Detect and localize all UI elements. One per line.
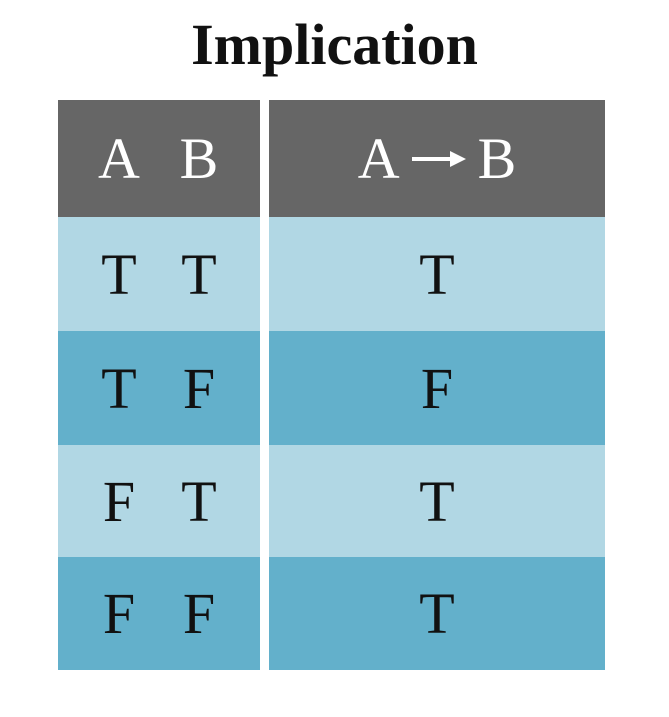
table-row-inputs: T F bbox=[58, 331, 260, 445]
header-result-a: A bbox=[357, 126, 400, 191]
table-row-result: F bbox=[269, 331, 605, 445]
table-row-result: T bbox=[269, 217, 605, 331]
table-row-inputs: T T bbox=[58, 217, 260, 331]
cell-b: T bbox=[181, 468, 217, 534]
inputs-header: A B bbox=[58, 100, 260, 217]
header-result-b: B bbox=[477, 126, 517, 191]
header-b: B bbox=[179, 126, 219, 191]
cell-b: F bbox=[182, 355, 216, 421]
table-row-inputs: F F bbox=[58, 557, 260, 670]
cell-a: T bbox=[101, 241, 137, 307]
result-header: A B bbox=[269, 100, 605, 217]
cell-b: T bbox=[181, 241, 217, 307]
cell-a: F bbox=[102, 581, 136, 646]
table-row-result: T bbox=[269, 445, 605, 557]
result-column: A B T F T T bbox=[269, 100, 605, 670]
page-title: Implication bbox=[191, 12, 478, 77]
right-arrow-icon bbox=[411, 150, 466, 167]
cell-b: F bbox=[182, 581, 216, 646]
table-row-result: T bbox=[269, 557, 605, 670]
table-row-inputs: F T bbox=[58, 445, 260, 557]
inputs-column: A B T T T F F T F F bbox=[58, 100, 260, 670]
header-a: A bbox=[98, 126, 140, 191]
truth-table: A B T T T F F T F F bbox=[58, 100, 605, 670]
cell-a: T bbox=[101, 355, 137, 421]
cell-a: F bbox=[102, 468, 136, 534]
